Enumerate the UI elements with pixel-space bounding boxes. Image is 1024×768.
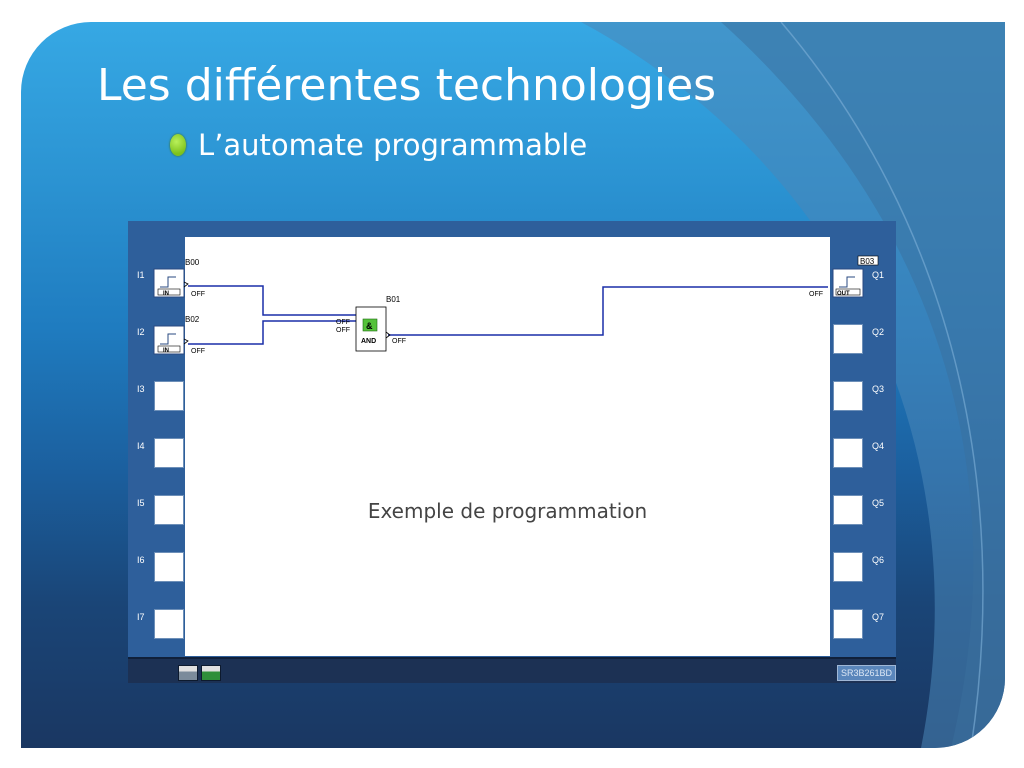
output-label: Q1 — [872, 270, 885, 280]
output-slot[interactable] — [833, 324, 863, 354]
output-state: OFF — [392, 338, 406, 345]
input-slot[interactable] — [154, 609, 184, 639]
block-state: OFF — [191, 291, 205, 298]
input-block-b00[interactable]: IN — [153, 268, 189, 298]
output-slot[interactable] — [833, 552, 863, 582]
output-slot[interactable] — [833, 438, 863, 468]
bullet-dot-icon — [170, 134, 186, 156]
input-label: I1 — [137, 270, 145, 280]
slide-title: Les différentes technologies — [97, 60, 717, 111]
block-state: OFF — [809, 291, 823, 298]
edit-mode-icon[interactable] — [178, 665, 198, 681]
simulation-mode-icon[interactable] — [201, 665, 221, 681]
and-block-b01[interactable]: & AND — [355, 306, 391, 352]
block-type: IN — [163, 348, 169, 354]
function-block-diagram: IN B00 OFF IN B02 OFF & AND B01 OFF OFF … — [153, 255, 879, 355]
block-id: B03 — [860, 257, 875, 266]
output-slot[interactable] — [833, 381, 863, 411]
wire-b01-to-b03 — [388, 286, 828, 336]
input-block-b02[interactable]: IN — [153, 325, 189, 355]
output-label: Q7 — [872, 612, 885, 622]
output-label: Q6 — [872, 555, 885, 565]
input-label: I5 — [137, 498, 145, 508]
wiring-canvas[interactable]: Exemple de programmation — [185, 237, 830, 656]
wires — [188, 285, 828, 345]
block-type: AND — [361, 338, 376, 345]
output-slot[interactable] — [833, 495, 863, 525]
block-id: B00 — [185, 258, 200, 267]
block-id: B01 — [386, 295, 401, 304]
input-slot[interactable] — [154, 381, 184, 411]
wire-b00-to-b01 — [188, 285, 356, 316]
input-slot[interactable] — [154, 438, 184, 468]
bullet-item: L’automate programmable — [170, 128, 587, 162]
block-type: IN — [163, 291, 169, 297]
plc-editor-screenshot: I1 I2 I3 I4 I5 I6 I7 Q1 Q2 Q3 Q4 Q5 Q6 Q… — [128, 221, 896, 683]
input-state: OFF — [336, 327, 350, 334]
input-state: OFF — [336, 319, 350, 326]
background-sweep-decoration — [581, 22, 1005, 748]
input-label: I2 — [137, 327, 145, 337]
input-label: I6 — [137, 555, 145, 565]
block-state: OFF — [191, 348, 205, 355]
output-slot[interactable] — [833, 609, 863, 639]
wire-b02-to-b01 — [188, 320, 356, 345]
canvas-caption: Exemple de programmation — [367, 499, 648, 523]
input-slot[interactable] — [154, 552, 184, 582]
block-type: OUT — [837, 291, 850, 297]
output-block-b03[interactable]: OUT — [832, 268, 864, 298]
model-badge: SR3B261BD — [836, 665, 896, 681]
input-slot[interactable] — [154, 495, 184, 525]
output-label: Q4 — [872, 441, 885, 451]
status-bar: SR3B261BD — [128, 657, 896, 683]
output-label: Q3 — [872, 384, 885, 394]
bullet-text: L’automate programmable — [198, 128, 588, 162]
input-label: I3 — [137, 384, 145, 394]
input-label: I4 — [137, 441, 145, 451]
output-label: Q5 — [872, 498, 885, 508]
output-label: Q2 — [872, 327, 885, 337]
input-label: I7 — [137, 612, 145, 622]
and-symbol: & — [366, 321, 373, 331]
block-id: B02 — [185, 315, 200, 324]
